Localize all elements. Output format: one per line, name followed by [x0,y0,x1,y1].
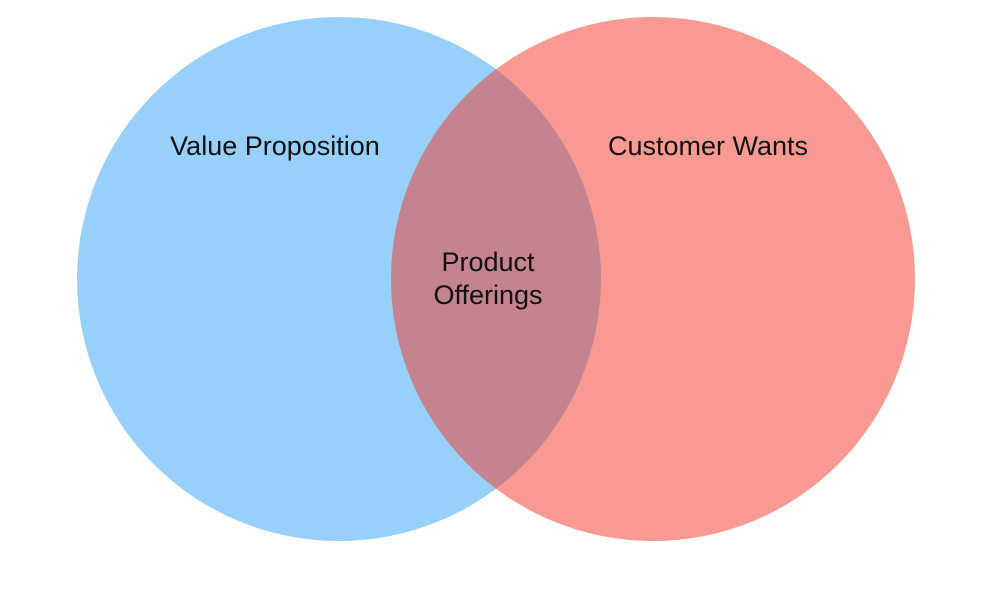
value-proposition-label: Value Proposition [170,131,380,161]
overlap-region [391,17,601,541]
product-offerings-label-line-1: Product [441,247,535,277]
customer-wants-label: Customer Wants [608,131,808,161]
product-offerings-label-line-2: Offerings [433,280,542,310]
